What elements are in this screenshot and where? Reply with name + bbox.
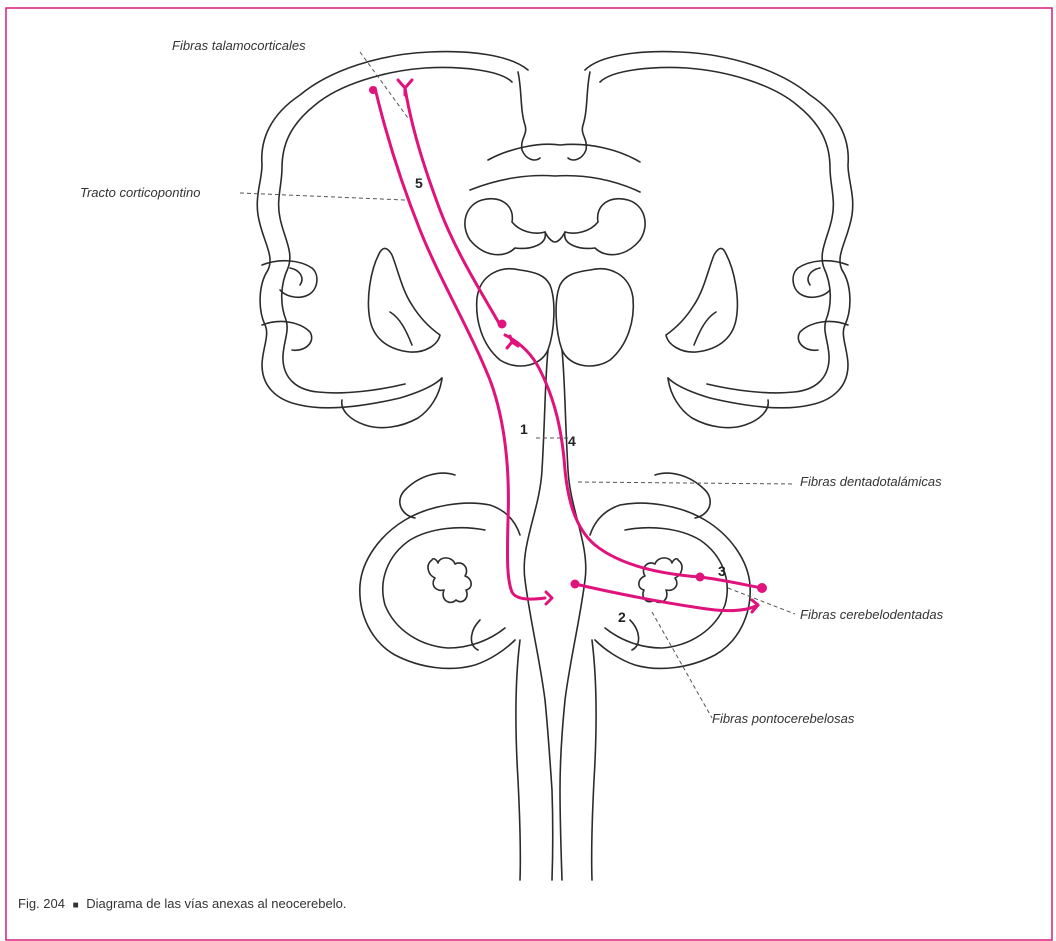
right-sulcus-top xyxy=(568,72,590,160)
left-ventricle-detail xyxy=(390,312,412,345)
septum xyxy=(545,232,565,242)
left-cerebellum-folia xyxy=(400,473,455,518)
right-cerebellum-lower-fold xyxy=(630,620,639,650)
right-cortex-inner xyxy=(600,68,833,393)
brain-outline xyxy=(257,52,852,880)
label-tracto-corticopontino: Tracto corticopontino xyxy=(80,185,200,200)
caption-fig-number: Fig. 204 xyxy=(18,896,65,911)
right-cerebellum-inner xyxy=(605,528,727,648)
figure-caption: Fig. 204 ■ Diagrama de las vías anexas a… xyxy=(18,896,346,911)
right-dentate-nucleus xyxy=(639,558,682,603)
pontine-neuron-dot xyxy=(571,580,580,589)
left-lateral-sulcus-inner xyxy=(290,268,302,285)
right-temporal-lobe xyxy=(668,378,768,428)
right-ventricle-detail xyxy=(694,312,716,345)
left-thalamus xyxy=(477,269,554,366)
left-lateral-sulcus xyxy=(262,261,317,298)
left-cerebellum-lower-fold xyxy=(471,620,480,650)
corpus-callosum xyxy=(488,144,640,162)
left-hemisphere-outline xyxy=(257,52,528,408)
left-lateral-ventricle xyxy=(368,248,440,352)
right-hemisphere-outline xyxy=(585,52,853,408)
purkinje-neuron-dot xyxy=(757,583,767,593)
medulla-outline-left xyxy=(516,640,520,880)
medulla-outline-right xyxy=(592,640,596,880)
corpus-callosum-lower xyxy=(470,176,640,192)
leader-corticopontino xyxy=(240,193,405,200)
right-thalamus xyxy=(556,269,633,366)
number-3: 3 xyxy=(718,563,726,579)
right-caudate xyxy=(565,199,645,255)
leader-pontocerebelosas xyxy=(652,612,712,718)
leader-dentadotalamicas xyxy=(578,482,795,484)
thalamus-neuron-dot xyxy=(498,320,507,329)
caption-text: Diagrama de las vías anexas al neocerebe… xyxy=(86,896,346,911)
left-dentate-nucleus xyxy=(428,558,471,603)
left-cerebellum-inner xyxy=(383,528,505,648)
left-caudate xyxy=(465,199,545,255)
brainstem-left-edge xyxy=(524,350,553,880)
right-lower-notch xyxy=(798,321,848,350)
terminal-pons xyxy=(546,592,552,604)
terminal-cortex-top xyxy=(398,80,412,95)
right-lateral-sulcus xyxy=(793,261,848,298)
brainstem-right-edge xyxy=(560,350,586,880)
right-lateral-sulcus-inner xyxy=(808,268,820,285)
left-temporal-lobe xyxy=(342,378,442,428)
label-fibras-cerebelodentadas: Fibras cerebelodentadas xyxy=(800,607,944,622)
label-fibras-talamocorticales: Fibras talamocorticales xyxy=(172,38,306,53)
cerebellodentate-fibers xyxy=(700,577,762,588)
corticopontine-origin-dot xyxy=(369,86,377,94)
dentatothalamic-fibers xyxy=(505,335,700,577)
right-cerebellum-folia xyxy=(655,473,710,518)
label-fibras-dentadotalamicas: Fibras dentadotalámicas xyxy=(800,474,942,489)
thalamocortical-fibers xyxy=(405,88,500,325)
caption-bullet: ■ xyxy=(73,900,79,911)
label-fibras-pontocerebelosas: Fibras pontocerebelosas xyxy=(712,711,855,726)
number-5: 5 xyxy=(415,175,423,191)
dentate-neuron-dot xyxy=(696,573,705,582)
right-lateral-ventricle xyxy=(666,248,737,352)
number-4: 4 xyxy=(568,433,576,449)
left-cortex-inner xyxy=(279,68,512,393)
number-1: 1 xyxy=(520,421,528,437)
number-2: 2 xyxy=(618,609,626,625)
left-cerebellum-outline xyxy=(360,503,520,668)
